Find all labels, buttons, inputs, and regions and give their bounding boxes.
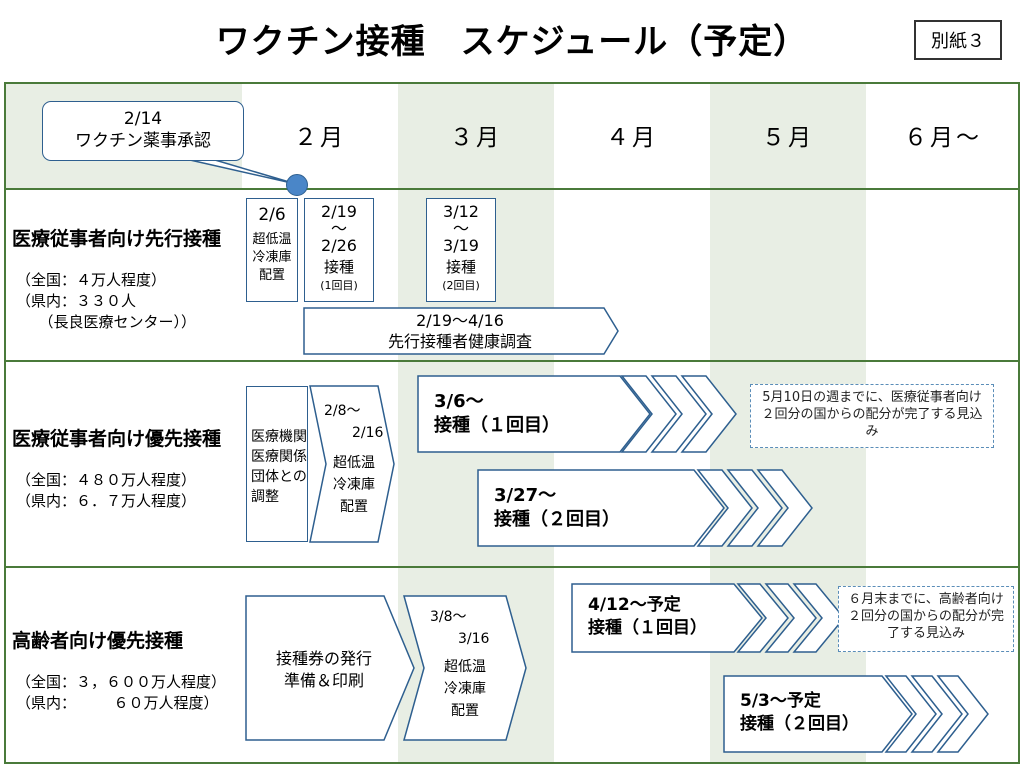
month-mar: ３月 [450,125,502,151]
row1-box3-small: (2回目) [442,279,480,292]
approval-marker [286,174,308,196]
approval-callout: 2/14 ワクチン薬事承認 [42,101,244,161]
row-sub-elderly: （全国：３，６００万人程度） （県内： ６０万人程度） [16,673,227,712]
row2-allocation-note: 5月10日の週までに、医療従事者向け２回分の国からの配分が完了する見込み [750,384,994,448]
row-divider [4,566,1020,568]
row-divider [4,188,1020,190]
approval-date: 2/14 [123,109,163,129]
month-apr: ４月 [606,125,658,151]
row3-dose2-text: 接種（２回目） [740,714,859,734]
row1-box3-date: 3/12 ～ 3/19 [443,202,479,255]
row-sub-medical: （全国：４８０万人程度） （県内：６．７万人程度） [16,471,197,510]
month-feb: ２月 [294,125,346,151]
attachment-badge: 別紙３ [914,20,1002,60]
row1-survey-text: 先行接種者健康調査 [387,332,532,351]
row-label-medical: 医療従事者向け優先接種 [12,428,222,450]
row1-box2-small: (1回目) [320,279,358,292]
month-jun: ６月～ [904,125,982,151]
page-title: ワクチン接種 スケジュール（予定） [215,22,809,62]
row2-dose2-arrow-text: 3/27～ 接種（２回目） [494,484,620,532]
row1-box-freezer: 2/6 超低温 冷凍庫 配置 [246,198,298,302]
row1-box2-text: 接種 [323,258,354,276]
row2-box-coordination: 医療機関 医療関係 団体との 調整 [246,386,308,542]
row3-dose1-text: 接種（１回目） [588,618,707,638]
row1-box3-text: 接種 [445,258,476,276]
row2-dose1-date: 3/6～ [434,391,484,412]
row1-survey-date: 2/19～4/16 [416,311,504,330]
row3-box2-date: 3/8～ 3/16 [430,609,490,647]
row-sub-advance: （全国：４万人程度） （県内：３３０人 （長良医療センター）） [16,271,197,331]
row1-box-dose2: 3/12 ～ 3/19 接種 (2回目) [426,198,496,302]
approval-text: ワクチン薬事承認 [75,131,211,151]
row1-box-dose1: 2/19 ～ 2/26 接種 (1回目) [304,198,374,302]
row1-box2-date: 2/19 ～ 2/26 [321,202,357,255]
row-label-elderly: 高齢者向け優先接種 [12,630,184,652]
schedule-table [4,82,1020,764]
month-may: ５月 [762,125,814,151]
row-divider [4,360,1020,362]
row3-dose1-date: 4/12～予定 [588,595,681,615]
row2-dose2-text: 接種（２回目） [494,509,620,530]
row3-freezer-chevron-text: 3/8～ 3/16 超低温 冷凍庫 配置 [430,606,500,722]
row2-dose1-arrow-text: 3/6～ 接種（１回目） [434,390,560,438]
row3-dose1-arrow-text: 4/12～予定 接種（１回目） [588,594,707,640]
row2-dose1-text: 接種（１回目） [434,415,560,436]
row2-dose2-date: 3/27～ [494,485,557,506]
row3-allocation-note: ６月末までに、高齢者向け２回分の国からの配分が完了する見込み [838,586,1014,652]
row3-dose2-date: 5/3～予定 [740,691,821,711]
row2-box2-date: 2/8～ 2/16 [324,403,384,441]
row3-ticket-text: 接種券の発行 準備＆印刷 [275,649,372,690]
row3-dose2-arrow-text: 5/3～予定 接種（２回目） [740,690,859,736]
row2-box1-text: 医療機関 医療関係 団体との 調整 [251,429,307,505]
row1-box1-date: 2/6 [258,205,286,225]
row2-box2-text: 超低温 冷凍庫 配置 [333,455,375,515]
row2-freezer-chevron-text: 2/8～ 2/16 超低温 冷凍庫 配置 [324,400,384,518]
row1-box1-text: 超低温 冷凍庫 配置 [252,232,292,283]
row3-box2-text: 超低温 冷凍庫 配置 [444,659,486,719]
row1-survey-arrow-text: 2/19～4/16 先行接種者健康調査 [320,310,600,352]
row-label-advance: 医療従事者向け先行接種 [12,228,222,250]
